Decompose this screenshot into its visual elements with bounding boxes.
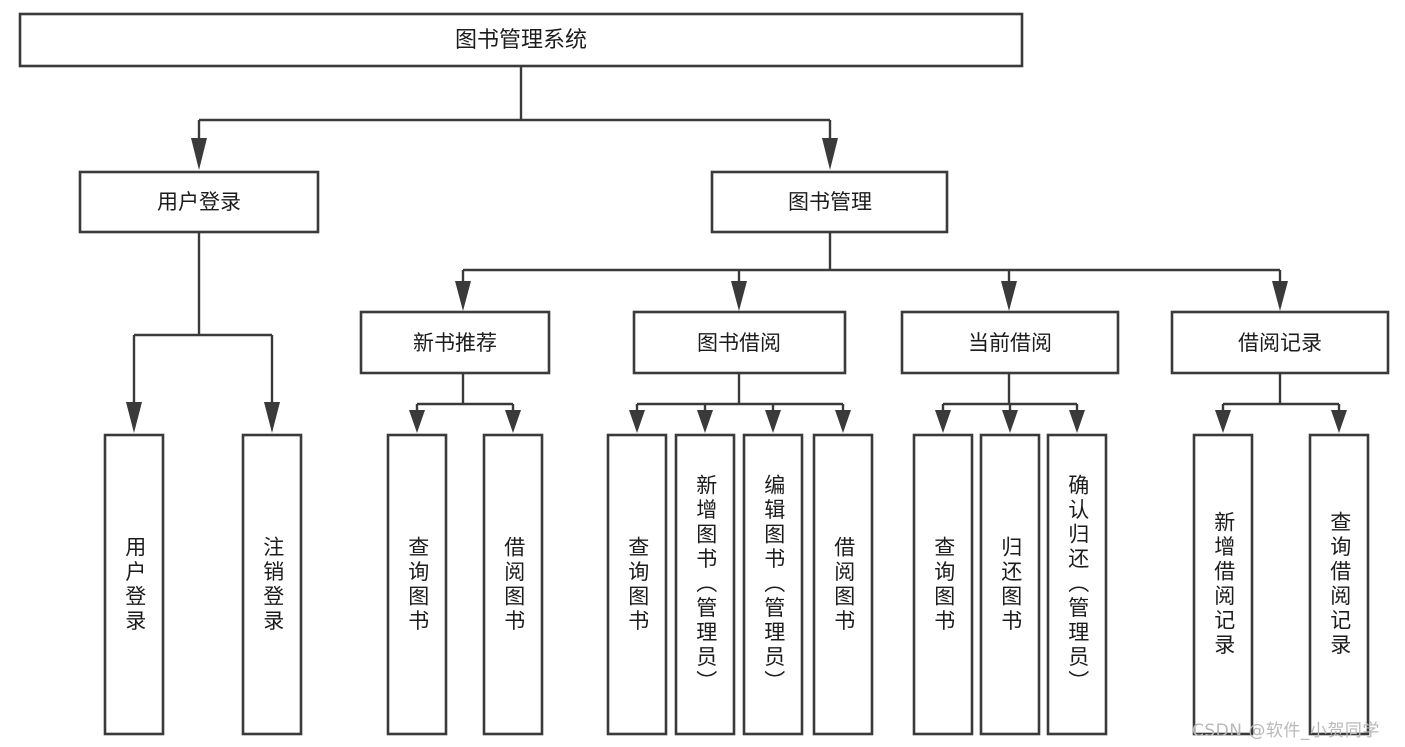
node-title-label: 图书管理系统 <box>455 28 587 53</box>
csdn-watermark: CSDN @软件_小贺同学 <box>1192 721 1380 741</box>
arrow-head-book-borrow <box>731 281 747 311</box>
leaf-box-add-book[interactable] <box>674 433 736 736</box>
node-title-box[interactable] <box>18 12 1024 68</box>
arrow-head-leaf-user-login <box>126 402 142 433</box>
node-current-borrow-label: 当前借阅 <box>968 331 1052 355</box>
arrow-head-borrow-record <box>1272 281 1288 311</box>
arrow-head-leaf-query-record <box>1331 410 1347 433</box>
node-user-login-label: 用户登录 <box>157 190 241 214</box>
node-new-book-recommend-box[interactable] <box>359 310 551 375</box>
arrow-head-leaf-borrow-book-2 <box>835 410 851 433</box>
node-book-management[interactable]: 图书管理 <box>710 170 949 234</box>
connector-group-user-login <box>126 232 280 433</box>
leaf-box-query-book-2[interactable] <box>606 433 668 736</box>
arrow-head-current-borrow <box>1001 281 1017 311</box>
node-borrow-record-box[interactable] <box>1170 310 1390 375</box>
arrow-head-leaf-add-book <box>697 410 713 433</box>
leaf-box-query-book-1[interactable] <box>386 433 448 736</box>
leaf-box-confirm-return[interactable] <box>1046 433 1108 736</box>
node-borrow-record[interactable]: 借阅记录 <box>1170 310 1390 375</box>
arrow-head-leaf-query-book-2 <box>629 410 645 433</box>
arrow-head-leaf-add-record <box>1215 410 1231 433</box>
node-title[interactable]: 图书管理系统 <box>18 12 1024 68</box>
leaf-box-borrow-book-1[interactable] <box>482 433 544 736</box>
node-user-login-box[interactable] <box>78 170 320 234</box>
leaf-box-user-login[interactable] <box>103 433 165 736</box>
arrow-head-book-management <box>822 138 838 170</box>
node-book-borrow-label: 图书借阅 <box>697 331 781 355</box>
arrow-head-leaf-borrow-book-1 <box>505 410 521 433</box>
connector-group-root <box>191 66 838 170</box>
node-current-borrow[interactable]: 当前借阅 <box>900 310 1120 375</box>
arrow-head-new-book-recommend <box>455 281 471 311</box>
leaf-box-logout-login[interactable] <box>241 433 303 736</box>
node-current-borrow-box[interactable] <box>900 310 1120 375</box>
node-book-borrow-box[interactable] <box>632 310 847 375</box>
arrow-head-leaf-logout-login <box>264 402 280 433</box>
arrow-head-leaf-confirm-return <box>1069 410 1085 433</box>
leaf-box-add-record[interactable] <box>1192 433 1254 736</box>
leaf-box-query-record[interactable] <box>1308 433 1370 736</box>
connector-group-borrow-record <box>1215 373 1347 433</box>
node-new-book-recommend[interactable]: 新书推荐 <box>359 310 551 375</box>
arrow-head-leaf-query-book-1 <box>409 410 425 433</box>
leaf-box-return-book[interactable] <box>979 433 1041 736</box>
node-book-management-box[interactable] <box>710 170 949 234</box>
leaf-box-borrow-book-2[interactable] <box>812 433 874 736</box>
connector-group-new-book-recommend <box>409 373 521 433</box>
node-user-login[interactable]: 用户登录 <box>78 170 320 234</box>
arrow-head-leaf-query-book-3 <box>935 410 951 433</box>
node-book-management-label: 图书管理 <box>788 190 872 214</box>
connector-group-book-borrow <box>629 373 851 433</box>
arrow-head-leaf-return-book <box>1002 410 1018 433</box>
leaf-boxes-group <box>103 433 1370 736</box>
connector-group-book-management <box>455 232 1288 311</box>
leaf-box-edit-book[interactable] <box>742 433 804 736</box>
connector-group-current-borrow <box>935 373 1085 433</box>
arrow-head-user-login <box>191 138 207 170</box>
node-borrow-record-label: 借阅记录 <box>1238 331 1322 355</box>
leaf-box-query-book-3[interactable] <box>912 433 974 736</box>
arrow-head-leaf-edit-book <box>765 410 781 433</box>
node-book-borrow[interactable]: 图书借阅 <box>632 310 847 375</box>
node-new-book-recommend-label: 新书推荐 <box>413 331 497 355</box>
